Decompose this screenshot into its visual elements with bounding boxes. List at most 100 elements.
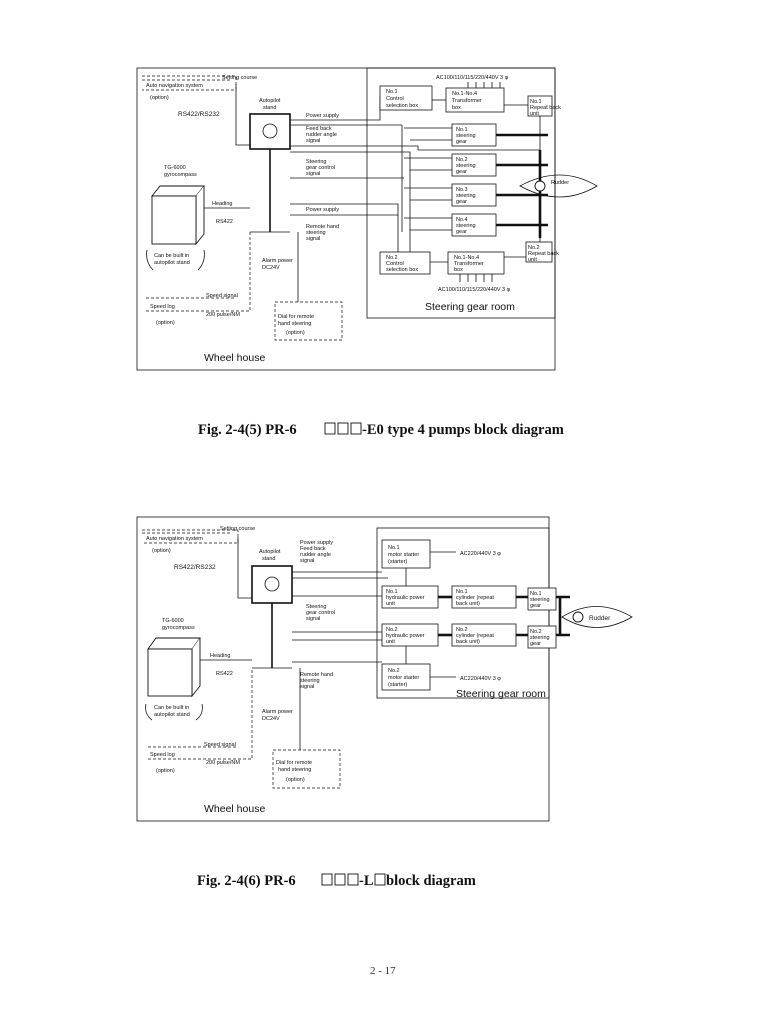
sg2-2-box: [527, 625, 557, 649]
ctrl-box-1-t3: selection box: [386, 103, 418, 109]
rh2-2: steering: [300, 678, 320, 684]
dial-1: Dial for remote: [278, 314, 314, 320]
gear-1-t1: No.1: [456, 127, 468, 133]
figure-1: Setting course Auto navigation system (o…: [136, 67, 598, 371]
rudder-shape: [519, 174, 598, 198]
sg1-1: No.1: [530, 591, 542, 597]
trans-2-t2: Transformer: [454, 261, 484, 267]
trans-1-t3: box: [452, 105, 461, 111]
ctrl-box-1: [379, 85, 433, 111]
gear-1-t2: steering: [456, 133, 476, 139]
speed-signal-label: Speed signal: [206, 293, 238, 299]
m2-1: No.2: [388, 668, 400, 674]
trans-2-t1: No.1-No.4: [454, 255, 479, 261]
sg2-1: No.2: [530, 629, 542, 635]
option-label: (option): [150, 95, 169, 101]
rh2-3: signal: [300, 684, 314, 690]
caption-2-post: block diagram: [386, 873, 476, 889]
dial2-2: hand steering: [278, 767, 311, 773]
autopilot-label-2: stand: [263, 105, 276, 111]
cyl1-2: cylinder (repeat: [456, 595, 494, 601]
auto-nav-label-2: Auto navigation system: [146, 536, 203, 542]
gyrocompass-unit: [151, 195, 197, 245]
sg1-3: gear: [530, 603, 541, 609]
page-number: 2 - 17: [370, 965, 396, 977]
gear-3-t1: No.3: [456, 187, 468, 193]
caption-2-box-3: [347, 873, 359, 886]
cyl2-3: back unit): [456, 639, 480, 645]
sc2-2: gear control: [306, 610, 335, 616]
bi2-2: autopilot stand: [154, 712, 190, 718]
alarm-power-2: DC24V: [262, 265, 280, 271]
feedback-3: signal: [306, 138, 320, 144]
speed-option-label: (option): [156, 320, 175, 326]
m2-3: (starter): [388, 682, 407, 688]
pf-4: signal: [300, 558, 314, 564]
bi2-1: Can be built in: [154, 705, 189, 711]
hpu2-1: No.2: [386, 627, 398, 633]
cyl2-2: cylinder (repeat: [456, 633, 494, 639]
ac2-label: AC220/440V 3 φ: [460, 676, 501, 682]
steering-room-label-2: Steering gear room: [456, 688, 546, 700]
hpu2-2: hydraulic power: [386, 633, 425, 639]
repeat-2-t2: Repeat back: [528, 251, 559, 257]
autopilot-label-2b: stand: [262, 556, 275, 562]
m1-2: motor starter: [388, 552, 419, 558]
repeat-2-t1: No.2: [528, 245, 540, 251]
pulse-label-2: 200 pulse/NM: [206, 760, 240, 766]
sg2-3: gear: [530, 641, 541, 647]
speed-option-label-2: (option): [156, 768, 175, 774]
ac1-label: AC220/440V 3 φ: [460, 551, 501, 557]
hpu1-1: No.1: [386, 589, 398, 595]
gear-2-t1: No.2: [456, 157, 468, 163]
power-supply-label: Power supply: [306, 113, 339, 119]
ap2-2: DC24V: [262, 716, 280, 722]
steer-ctrl-1: Steering: [306, 159, 327, 165]
feedback-2: rudder angle: [306, 132, 337, 138]
dial2-1: Dial for remote: [276, 760, 312, 766]
ap2-1: Alarm power: [262, 709, 293, 715]
repeat-1-t1: No.1: [530, 99, 542, 105]
tg6000-1: TG-6000: [164, 165, 186, 171]
m1-3: (starter): [388, 559, 407, 565]
repeat-1-t3: unit: [530, 111, 539, 117]
steer-ctrl-2: gear control: [306, 165, 335, 171]
steering-room-label: Steering gear room: [425, 301, 515, 313]
caption-2-box-1: [321, 873, 333, 886]
caption-2-mid: -L: [359, 873, 374, 889]
rs-label-2: RS422/RS232: [174, 564, 216, 571]
gear-4-t3: gear: [456, 229, 467, 235]
caption-2-box-2: [334, 873, 346, 886]
autopilot-dial-icon-2: [264, 576, 280, 592]
sc2-3: signal: [306, 616, 320, 622]
repeat-1-t2: Repeat back: [530, 105, 561, 111]
rs422-label: RS422: [216, 219, 233, 225]
remote-hand-1: Remote hand: [306, 224, 339, 230]
option-label-2: (option): [152, 548, 171, 554]
gear-1-t3: gear: [456, 139, 467, 145]
caption-2-box-4: [374, 873, 386, 886]
trans-1-t1: No.1-No.4: [452, 91, 477, 97]
heading-label-2: Heading: [210, 653, 231, 659]
m1-1: No.1: [388, 545, 400, 551]
ctrl-box-2: [379, 251, 431, 275]
rs-label: RS422/RS232: [178, 111, 220, 118]
gear-4-t2: steering: [456, 223, 476, 229]
alarm-power-1: Alarm power: [262, 258, 293, 264]
caption-1-post: -E0 type 4 pumps block diagram: [362, 422, 564, 438]
steering-room-frame-2: [376, 527, 550, 699]
wheel-house-label-2: Wheel house: [204, 803, 265, 815]
cyl1-3: back unit): [456, 601, 480, 607]
caption-2-pre: Fig. 2-4(6) PR-6: [197, 873, 296, 889]
ac-bottom-label: AC100/110/115/220/440V 3 φ: [438, 287, 511, 293]
pf-2: Feed back: [300, 546, 326, 552]
sc2-1: Steering: [306, 604, 327, 610]
sg1-2: steering: [530, 597, 550, 603]
autopilot-dial-icon: [262, 123, 278, 139]
autopilot-stand-2: [251, 565, 293, 604]
caption-1-box-2: [337, 422, 349, 435]
rudder-stock-icon: [534, 180, 546, 192]
autopilot-label-1: Autopilot: [259, 98, 281, 104]
heading-label: Heading: [212, 201, 233, 207]
setting-course-label: Setting course: [222, 75, 257, 81]
